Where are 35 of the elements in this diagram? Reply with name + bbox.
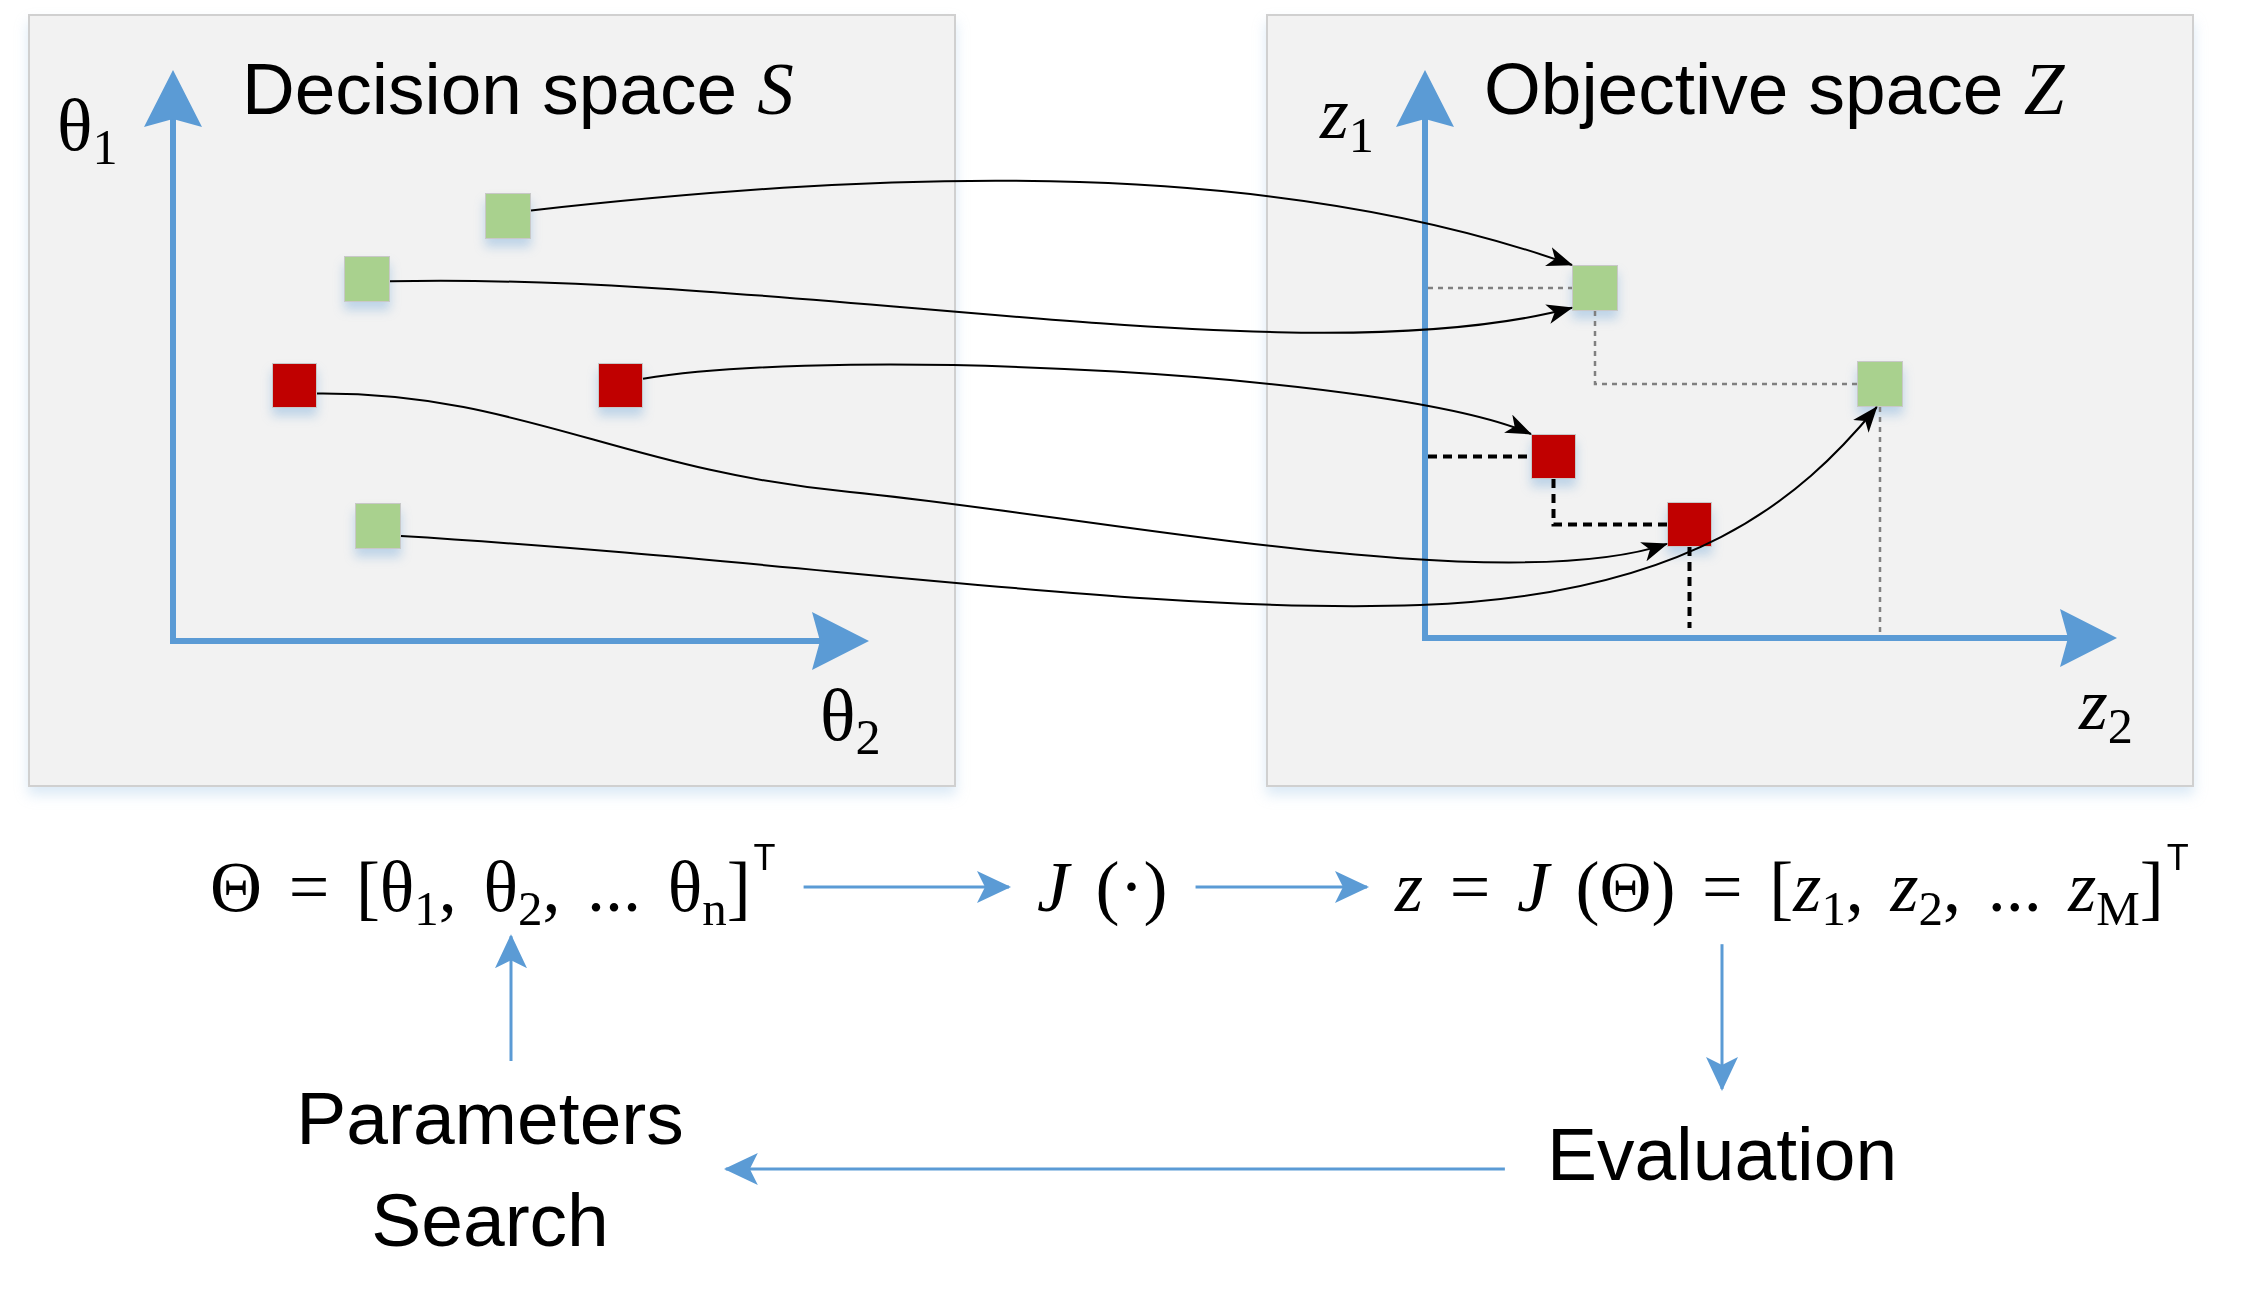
axis-label: θ$_{2}$ [820, 678, 881, 752]
data-point-marker [1572, 265, 1618, 311]
data-point-marker [1531, 434, 1576, 479]
axis-label: z$_{2}$ [2079, 667, 2133, 741]
axis-label: θ$_{1}$ [57, 88, 118, 162]
formula: Θ = [θ$_{1}$, θ$_{2}$, ... θ$_{n}$]$^{T}$ [210, 843, 776, 931]
data-point-marker [1667, 502, 1712, 547]
plot-panel [28, 14, 956, 787]
mapping-arrow [400, 406, 1878, 608]
step-label: Evaluation [1546, 1111, 1898, 1198]
mapping-arrow [389, 280, 1573, 334]
flow-arrow [723, 1153, 1505, 1185]
plot-panel [1266, 14, 2194, 787]
pareto-step-line [1878, 407, 1882, 635]
step-label: Parameters Search [296, 1075, 684, 1264]
data-point-marker [355, 503, 401, 549]
flow-arrow [495, 934, 527, 1061]
flow-arrow [1195, 871, 1369, 903]
axis-label: z$_{1}$ [1320, 76, 1374, 150]
pareto-step-line [1687, 547, 1692, 628]
flow-arrow [803, 871, 1011, 903]
data-point-marker [1857, 361, 1903, 407]
formula: J (·) [1037, 845, 1168, 929]
data-point-marker [344, 256, 390, 302]
pareto-step-line [1428, 286, 1572, 290]
flow-arrow [1706, 944, 1738, 1091]
data-point-marker [598, 363, 643, 408]
mapping-arrow [316, 392, 1668, 564]
mapping-arrow [530, 179, 1573, 267]
formula: z = J (Θ) = [z$_{1}$, z$_{2}$, ... z$_{M}$]$^{T}$ [1395, 843, 2189, 931]
pareto-step-line [1551, 479, 1667, 527]
data-point-marker [485, 193, 531, 239]
pareto-step-line [1593, 311, 1857, 386]
data-point-marker [272, 363, 317, 408]
mapping-arrow [642, 363, 1532, 436]
